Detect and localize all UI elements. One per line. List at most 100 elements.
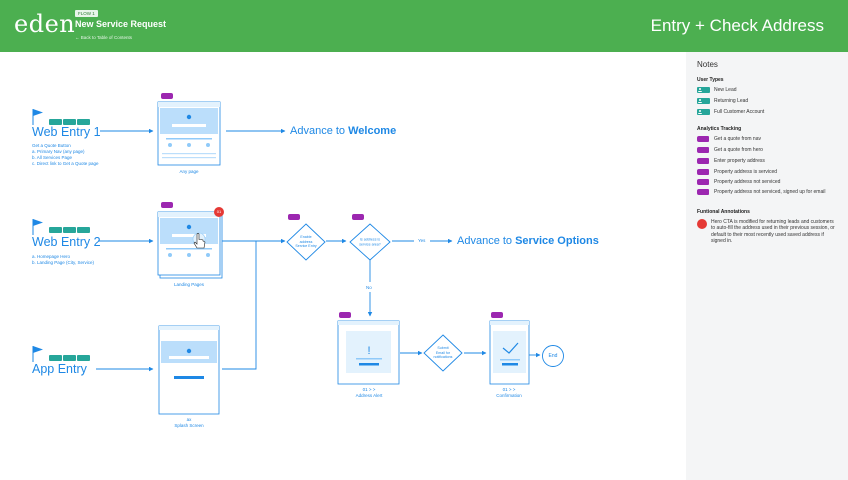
landing-pages-caption: Landing Pages	[173, 282, 205, 287]
analytics-tag-d2	[352, 214, 364, 220]
advance-to-service-options: Advance to Service Options	[457, 235, 599, 247]
analytics-item: Property address not serviced, signed up…	[697, 189, 837, 195]
annotation-badge-01[interactable]: 01	[214, 207, 224, 217]
user-type-label: Returning Lead	[714, 98, 749, 104]
decision-3-line-0: Submit	[437, 345, 449, 350]
splash-caption-1: Splash Screen	[174, 422, 204, 428]
decision-submit-email	[423, 334, 463, 372]
user-types-heading: User Types	[697, 77, 724, 83]
app-entry-title: App Entry	[32, 362, 87, 376]
no-label: No	[366, 285, 372, 290]
decision-2-line-1: service area?	[359, 242, 381, 246]
functional-item: Hero CTA is modified for returning leads…	[697, 219, 837, 244]
decision-1-line-1: address	[299, 239, 313, 244]
web-entry-2-sub-0: a. Homepage Hero	[32, 254, 71, 259]
analytics-tag-alert	[339, 312, 351, 318]
web-entry-2-sub: a. Homepage Hero b. Landing Page (City, …	[32, 254, 94, 266]
back-to-toc-link[interactable]: ← Back to Table of Contents	[75, 35, 132, 40]
hand-cursor-icon	[193, 233, 206, 249]
analytics-item: Get a quote from nav	[697, 136, 837, 142]
web-entry-1-sub-3: c. Direct link to Get a Quote page	[32, 161, 99, 167]
decision-3-text: Submit Email for notifications	[431, 346, 455, 360]
page-title: Entry + Check Address	[650, 16, 824, 35]
notes-title: Notes	[697, 60, 718, 69]
analytics-label: Property address is serviced	[714, 169, 778, 175]
analytics-tag-icon	[697, 189, 709, 195]
advance-service-prefix: Advance to	[457, 235, 516, 247]
notes-panel: Notes User Types New Lead Returning Lead…	[686, 52, 848, 480]
web-entry-1-sub-2: b. All Services Page	[32, 155, 73, 161]
advance-to-welcome: Advance to Welcome	[290, 125, 396, 137]
user-type-item: Full Customer Account	[697, 109, 837, 115]
decision-1-line-0: Enable	[300, 234, 312, 239]
splash-caption: ax Splash Screen	[174, 417, 203, 429]
analytics-tag-icon	[697, 179, 709, 185]
eden-logo[interactable]: eden	[14, 10, 76, 38]
confirmation-caption: 01 > > Confirmation	[496, 387, 522, 399]
flow-title: New Service Request	[75, 19, 167, 29]
advance-service-target: Service Options	[515, 235, 599, 247]
analytics-label: Get a quote from nav	[714, 136, 761, 142]
web-entry-2-title: Web Entry 2	[32, 235, 101, 249]
web-entry-2-sub-1: b. Landing Page (City, Service)	[32, 260, 94, 266]
web-entry-1-title: Web Entry 1	[32, 125, 101, 139]
address-alert-caption-0: 01 > >	[362, 387, 376, 392]
user-type-label: New Lead	[714, 87, 737, 93]
user-icon	[697, 109, 710, 115]
analytics-item: Get a quote from hero	[697, 147, 837, 153]
any-page-caption: Any page	[179, 169, 199, 174]
analytics-tag-icon	[697, 169, 709, 175]
address-alert-caption: 01 > > Address Alert	[356, 387, 383, 399]
confirmation-caption-0: 01 > >	[502, 387, 516, 392]
address-alert-caption-1: Address Alert	[355, 392, 383, 398]
splash-caption-0: ax	[186, 417, 192, 422]
advance-welcome-prefix: Advance to	[290, 125, 349, 137]
web1-marker	[32, 109, 90, 125]
decision-1-line-2: Service Entry	[295, 244, 317, 249]
web-entry-1-sub-1: a. Primary Nav (any page)	[32, 149, 85, 155]
yes-label: Yes	[418, 238, 426, 243]
web2-marker	[32, 219, 90, 235]
functional-heading: Funtional Annotations	[697, 209, 750, 215]
header-bar: eden FLOW 1 New Service Request ← Back t…	[0, 0, 848, 52]
app-marker	[32, 346, 90, 362]
screen-landing-pages	[157, 211, 223, 279]
decision-enable-address	[286, 223, 326, 261]
decision-3-line-1: Email for	[435, 350, 451, 355]
decision-2-line-0: Is address is	[359, 237, 381, 242]
functional-label: Hero CTA is modified for returning leads…	[711, 219, 835, 244]
analytics-tag-anypage	[161, 93, 173, 99]
end-node	[542, 345, 564, 367]
end-label: End	[548, 353, 558, 359]
user-icon	[697, 98, 710, 104]
screen-splash	[158, 325, 220, 415]
analytics-heading: Analytics Tracking	[697, 126, 742, 132]
analytics-item: Property address not serviced	[697, 179, 837, 185]
analytics-label: Enter property address	[714, 158, 765, 164]
analytics-tag-icon	[697, 158, 709, 164]
decision-1-text: Enable address Service Entry	[294, 235, 318, 249]
annotation-circle-icon	[697, 219, 707, 229]
web-entry-1-sub-0: Get a Quote Button	[32, 143, 71, 148]
confirmation-caption-1: Confirmation	[496, 392, 522, 398]
decision-3-line-2: notifications	[433, 355, 453, 360]
web-entry-1-sub: Get a Quote Button a. Primary Nav (any p…	[32, 143, 99, 167]
connector-splash-to-merge	[222, 241, 257, 370]
analytics-label: Get a quote from hero	[714, 147, 763, 153]
analytics-item: Enter property address	[697, 158, 837, 164]
screen-any-page	[157, 101, 221, 166]
screen-address-alert: !	[337, 320, 400, 385]
analytics-label: Property address not serviced	[714, 179, 781, 185]
user-type-item: New Lead	[697, 87, 837, 93]
user-icon	[697, 87, 710, 93]
decision-2-text: Is address is service area?	[358, 237, 382, 246]
user-type-label: Full Customer Account	[714, 109, 765, 115]
analytics-tag-icon	[697, 136, 709, 142]
analytics-tag-landing	[161, 202, 173, 208]
svg-text:!: !	[367, 345, 370, 357]
decision-service-area	[349, 223, 391, 261]
advance-welcome-target: Welcome	[348, 125, 397, 137]
analytics-label: Property address not serviced, signed up…	[714, 189, 826, 195]
analytics-tag-d1	[288, 214, 300, 220]
analytics-tag-icon	[697, 147, 709, 153]
